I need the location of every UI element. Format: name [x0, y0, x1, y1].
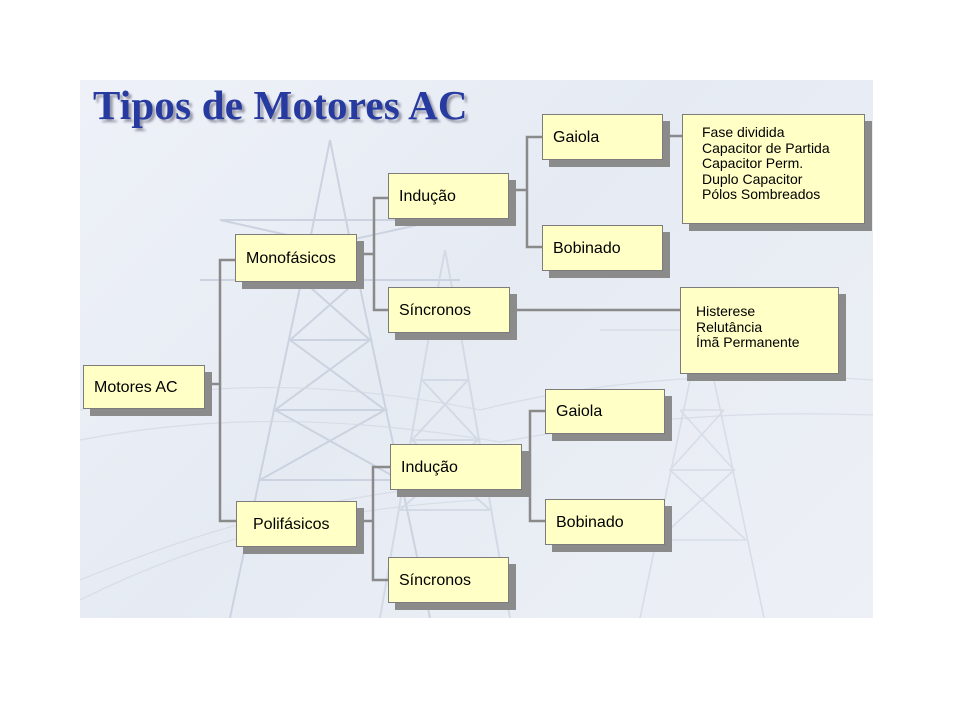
list-item: Relutância	[696, 318, 763, 335]
slide: Tipos de Motores AC Motores AC Monofásic…	[80, 80, 873, 618]
node-monofasicos-bobinado: Bobinado	[542, 225, 663, 271]
list-item: Capacitor de Partida	[702, 139, 830, 156]
node-polifasicos-inducao: Indução	[390, 444, 522, 490]
node-polifasicos-bobinado: Bobinado	[545, 499, 665, 545]
node-polifasicos: Polifásicos	[236, 501, 357, 547]
node-polifasicos-sincronos: Síncronos	[388, 557, 509, 603]
node-polifasicos-gaiola: Gaiola	[545, 389, 665, 434]
node-monofasicos-inducao: Indução	[388, 173, 509, 219]
list-item: Ímã Permanente	[696, 334, 800, 350]
node-monofasicos-sincronos: Síncronos	[388, 287, 510, 333]
list-item: Histerese	[696, 303, 756, 319]
list-item: Fase dividida	[702, 124, 785, 140]
list-item: Duplo Capacitor	[702, 170, 803, 187]
node-monofasicos-gaiola: Gaiola	[542, 114, 663, 160]
list-item: Capacitor Perm.	[702, 155, 804, 171]
node-motores-ac: Motores AC	[83, 365, 205, 409]
node-monofasicos: Monofásicos	[235, 234, 357, 282]
list-gaiola-types: Fase dividida Capacitor de Partida Capac…	[682, 114, 865, 224]
list-item: Pólos Sombreados	[702, 186, 821, 202]
page-title: Tipos de Motores AC	[93, 82, 468, 128]
tree-connectors	[203, 134, 684, 582]
list-sincronos-types: Histerese Relutância Ímã Permanente	[680, 287, 839, 374]
